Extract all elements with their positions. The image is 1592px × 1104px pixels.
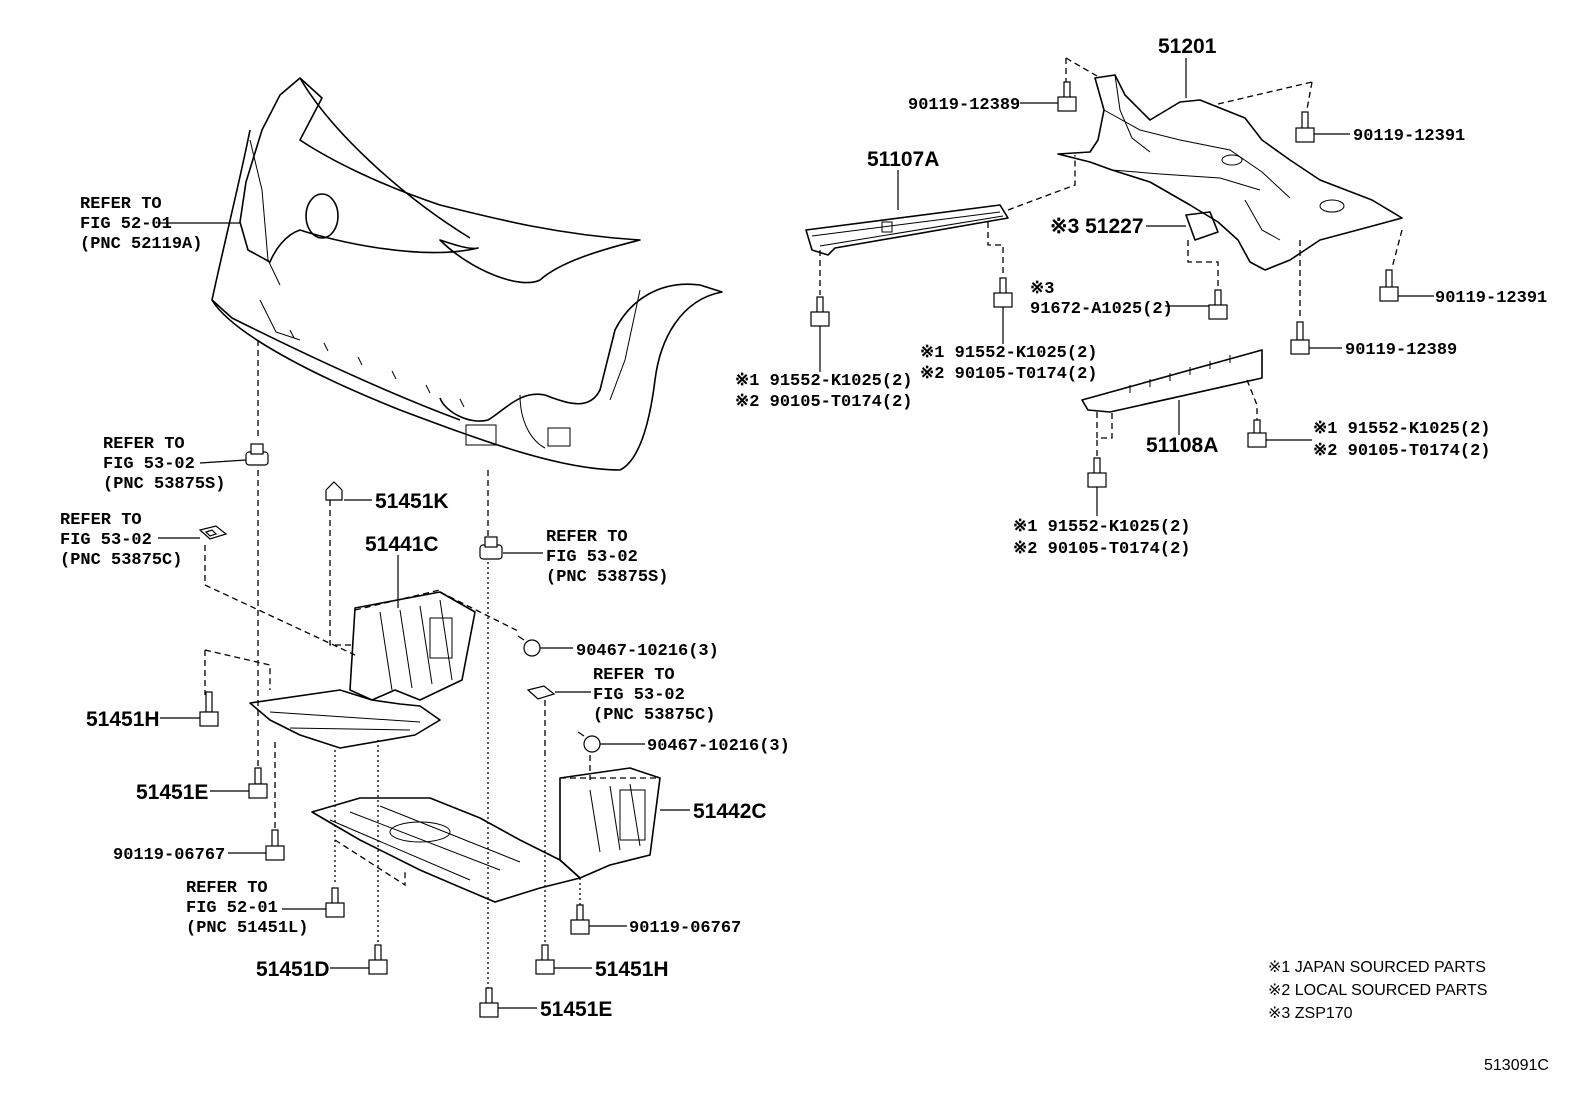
bracket-51227 bbox=[1185, 211, 1219, 241]
label-91672-mark: ※3 bbox=[1030, 280, 1054, 299]
bolt-90119-12391-top-icon bbox=[1295, 111, 1315, 143]
fasteners bbox=[199, 81, 1399, 1018]
clip-90467-a-icon bbox=[517, 635, 541, 657]
ref-53875s-left-line1: REFER TO bbox=[103, 435, 185, 454]
bolt-91552-d-icon bbox=[1087, 457, 1107, 488]
label-group-b-2: ※2 90105-T0174(2) bbox=[920, 365, 1097, 384]
ref-53875c-right-line2: FIG 53-02 bbox=[593, 686, 685, 705]
label-90467-b: 90467-10216(3) bbox=[647, 737, 790, 756]
bolt-51451e-right-icon bbox=[479, 987, 499, 1018]
labels: REFER TO FIG 52-01 (PNC 52119A) REFER TO… bbox=[60, 35, 1549, 1074]
clip-53875s-left-icon bbox=[245, 443, 269, 466]
label-group-c-2: ※2 90105-T0174(2) bbox=[1313, 442, 1490, 461]
label-group-d-1: ※1 91552-K1025(2) bbox=[1013, 518, 1190, 537]
bolt-91552-b-icon bbox=[993, 277, 1013, 308]
clip-53875s-right-icon bbox=[479, 536, 503, 560]
bolt-90119-06767-left-icon bbox=[265, 829, 285, 861]
bolt-90119-12391-right-icon bbox=[1379, 269, 1399, 302]
crossmember-51201 bbox=[1057, 74, 1403, 271]
front-bumper-cover bbox=[211, 77, 723, 471]
ref-51451l-line3: (PNC 51451L) bbox=[186, 919, 308, 938]
label-91672: 91672-A1025(2) bbox=[1030, 300, 1173, 319]
engine-under-cover-51442c bbox=[311, 767, 661, 903]
label-group-d-2: ※2 90105-T0174(2) bbox=[1013, 540, 1190, 559]
label-group-b-1: ※1 91552-K1025(2) bbox=[920, 344, 1097, 363]
ref-53875s-right-line1: REFER TO bbox=[546, 528, 628, 547]
ref-53875s-left-line3: (PNC 53875S) bbox=[103, 475, 225, 494]
figure-code: 513091C bbox=[1484, 1057, 1549, 1074]
bolt-51451k-icon bbox=[325, 481, 343, 501]
label-90467-a: 90467-10216(3) bbox=[576, 642, 719, 661]
label-51201: 51201 bbox=[1158, 35, 1217, 58]
label-group-a-1: ※1 91552-K1025(2) bbox=[735, 372, 912, 391]
bolt-90119-12389-right-icon bbox=[1290, 321, 1310, 355]
label-51451h-left: 51451H bbox=[86, 708, 160, 731]
label-51442c: 51442C bbox=[693, 800, 767, 823]
bolt-91552-c-icon bbox=[1247, 419, 1267, 448]
leader-lines bbox=[158, 58, 1434, 1009]
assembly-lines bbox=[204, 57, 1403, 990]
label-90119-12389-top: 90119-12389 bbox=[908, 96, 1020, 115]
label-90119-12389-right: 90119-12389 bbox=[1345, 341, 1457, 360]
note-zsp170: ※3 ZSP170 bbox=[1268, 1005, 1353, 1022]
ref-53875c-right-line3: (PNC 53875C) bbox=[593, 706, 715, 725]
ref-53875s-right-line3: (PNC 53875S) bbox=[546, 568, 668, 587]
ref-53875c-right-line1: REFER TO bbox=[593, 666, 675, 685]
ref-53875s-left-line2: FIG 53-02 bbox=[103, 455, 195, 474]
ref-51451l-line2: FIG 52-01 bbox=[186, 899, 278, 918]
note-japan-sourced: ※1 JAPAN SOURCED PARTS bbox=[1268, 959, 1486, 976]
clip-90467-b-icon bbox=[577, 731, 601, 753]
bolt-51451d-icon bbox=[368, 944, 388, 975]
label-51107a: 51107A bbox=[867, 148, 939, 171]
ref-53875c-left-line3: (PNC 53875C) bbox=[60, 551, 182, 570]
member-51107a bbox=[805, 204, 1009, 256]
ref-53875c-left-line1: REFER TO bbox=[60, 511, 142, 530]
label-51451k: 51451K bbox=[375, 490, 449, 513]
label-90119-06767-left: 90119-06767 bbox=[113, 846, 225, 865]
label-51451e-right: 51451E bbox=[540, 998, 612, 1021]
label-90119-12391-top: 90119-12391 bbox=[1353, 127, 1465, 146]
label-group-a-2: ※2 90105-T0174(2) bbox=[735, 393, 912, 412]
label-51441c: 51441C bbox=[365, 533, 439, 556]
bolt-51451h-right-icon bbox=[535, 944, 555, 975]
bolt-51451h-left-icon bbox=[199, 691, 219, 727]
bolt-91552-a-icon bbox=[810, 296, 830, 327]
ref-53875s-right-line2: FIG 53-02 bbox=[546, 548, 638, 567]
ref-bumper-line2: FIG 52-01 bbox=[80, 215, 172, 234]
label-group-c-1: ※1 91552-K1025(2) bbox=[1313, 420, 1490, 439]
bolt-51451l-icon bbox=[325, 887, 345, 918]
bolt-51451e-left-icon bbox=[248, 767, 268, 799]
bolt-90119-06767-right-icon bbox=[570, 904, 590, 935]
note-local-sourced: ※2 LOCAL SOURCED PARTS bbox=[1268, 982, 1487, 999]
bolt-91672-icon bbox=[1208, 289, 1228, 320]
ref-53875c-left-line2: FIG 53-02 bbox=[60, 531, 152, 550]
clip-53875c-right-icon bbox=[526, 685, 556, 700]
label-90119-12391-right: 90119-12391 bbox=[1435, 289, 1547, 308]
label-51451d: 51451D bbox=[256, 958, 330, 981]
label-51108a: 51108A bbox=[1146, 434, 1218, 457]
engine-under-cover-51441c bbox=[249, 591, 476, 749]
bolt-90119-12389-top-icon bbox=[1057, 81, 1077, 112]
ref-51451l-line1: REFER TO bbox=[186, 879, 268, 898]
ref-bumper-line3: (PNC 52119A) bbox=[80, 235, 202, 254]
ref-bumper-line1: REFER TO bbox=[80, 195, 162, 214]
label-51451h-right: 51451H bbox=[595, 958, 669, 981]
label-51227: ※3 51227 bbox=[1050, 215, 1144, 238]
clip-53875c-left-icon bbox=[198, 525, 228, 540]
label-90119-06767-right: 90119-06767 bbox=[629, 919, 741, 938]
label-51451e-left: 51451E bbox=[136, 781, 208, 804]
member-51108a bbox=[1081, 349, 1263, 413]
